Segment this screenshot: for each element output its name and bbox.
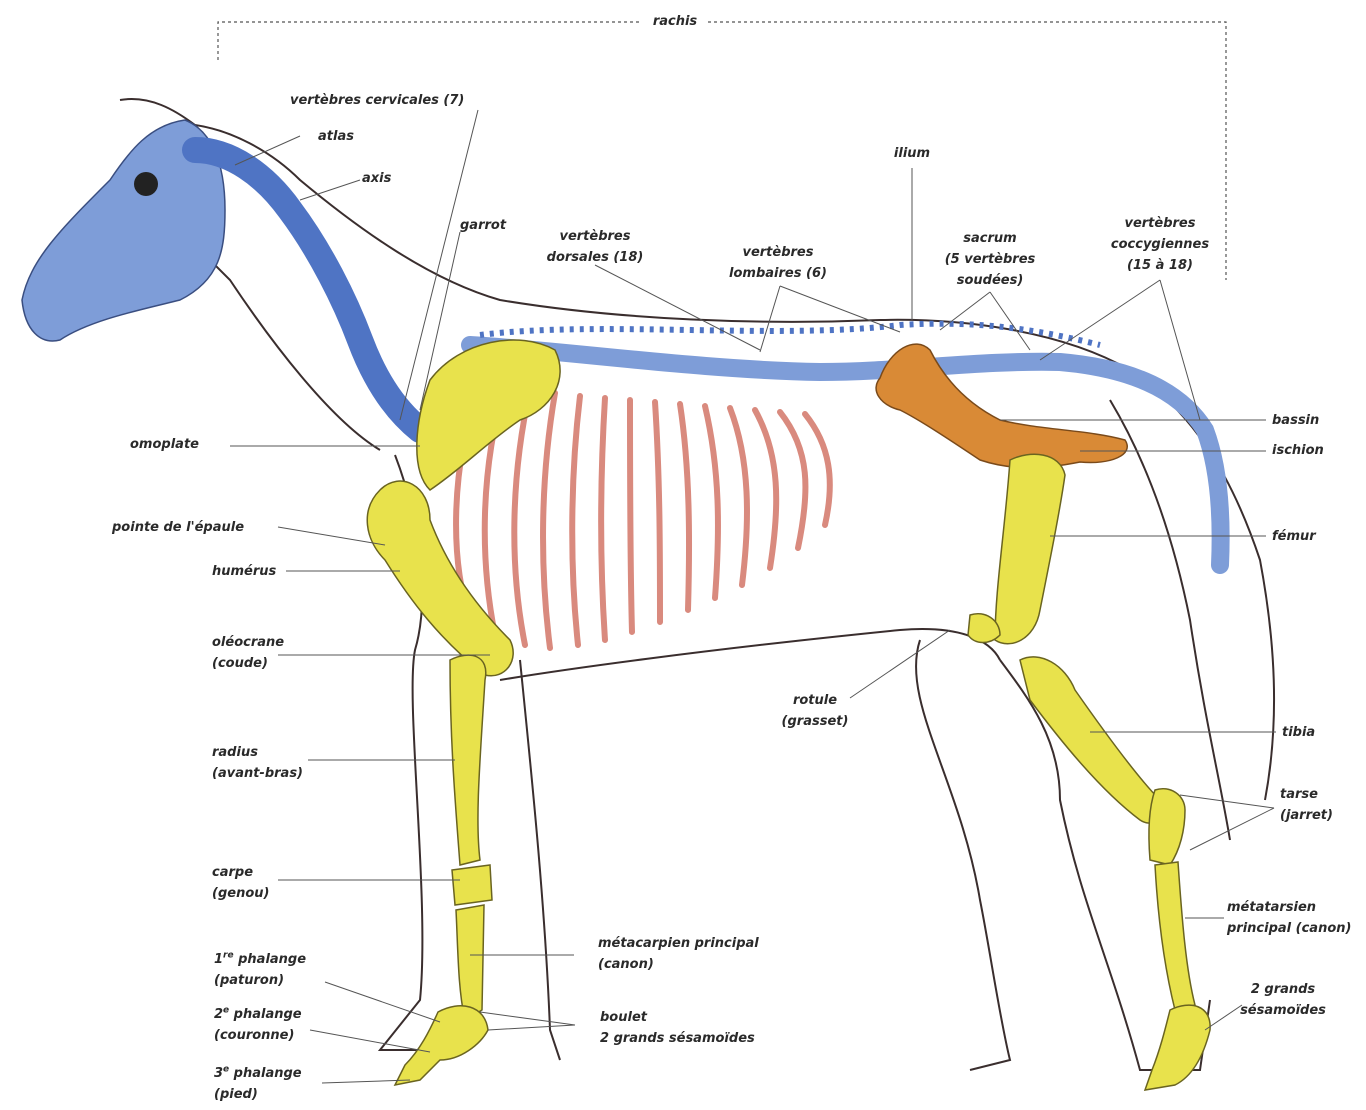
cervical-spine [195,150,420,430]
rachis-bracket [218,22,1226,280]
label-phalange-2: 2e phalange(couronne) [214,1004,302,1046]
label-rachis: rachis [630,11,720,32]
label-carpe: carpe(genou) [212,862,269,904]
label-bassin: bassin [1272,410,1319,431]
label-femur: fémur [1272,526,1316,547]
label-radius: radius(avant-bras) [212,742,303,784]
fore-limb-bones [367,340,560,1085]
label-tarse: tarse(jarret) [1280,784,1333,826]
label-pointe-epaule: pointe de l'épaule [112,517,244,538]
label-atlas: atlas [318,126,354,147]
label-vertebres-cervicales: vertèbres cervicales (7) [290,90,464,111]
label-omoplate: omoplate [130,434,199,455]
label-rotule: rotule(grasset) [770,690,860,732]
label-tibia: tibia [1282,722,1315,743]
eye-socket [134,172,158,196]
label-ischion: ischion [1272,440,1324,461]
label-olecrane: oléocrane(coude) [212,632,284,674]
label-phalange-3: 3e phalange(pied) [214,1063,302,1105]
label-garrot: garrot [460,215,506,236]
label-metacarpien: métacarpien principal(canon) [598,933,759,975]
label-humerus: humérus [212,561,276,582]
label-phalange-1: 1re phalange(paturon) [214,949,306,991]
label-axis: axis [362,168,391,189]
label-ilium: ilium [885,143,939,164]
spine-spinous-processes [480,324,1100,345]
